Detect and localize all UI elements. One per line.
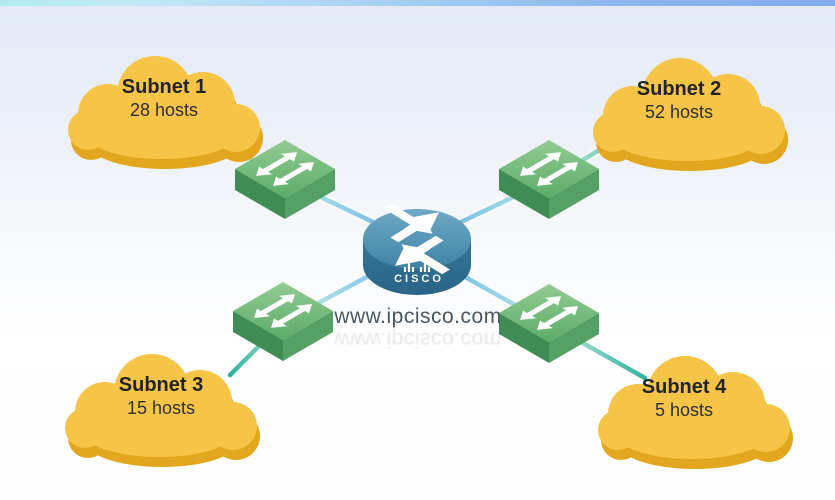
watermark-reflection: www.ipcisco.com: [334, 328, 502, 351]
subnet3-label: Subnet 3 15 hosts: [65, 374, 257, 419]
switch-top-right-icon: [499, 140, 599, 219]
subnet2-name: Subnet 2: [636, 78, 722, 100]
cisco-brand-text: CISCO: [394, 273, 444, 285]
watermark-text: www.ipcisco.com: [334, 305, 502, 328]
subnet1-label: Subnet 1 28 hosts: [68, 76, 260, 121]
subnet1-hosts: 28 hosts: [129, 99, 199, 120]
subnet3-name: Subnet 3: [118, 374, 204, 396]
subnet1-name: Subnet 1: [121, 76, 207, 98]
router-icon: [363, 199, 471, 295]
subnet2-hosts: 52 hosts: [644, 101, 714, 122]
subnet4-label: Subnet 4 5 hosts: [588, 376, 780, 421]
subnet2-label: Subnet 2 52 hosts: [583, 78, 775, 123]
cisco-logo-bars-icon: [403, 262, 431, 272]
subnet4-hosts: 5 hosts: [654, 399, 714, 420]
subnet4-name: Subnet 4: [641, 376, 727, 398]
top-gradient-strip: [0, 0, 835, 6]
subnet3-hosts: 15 hosts: [126, 397, 196, 418]
